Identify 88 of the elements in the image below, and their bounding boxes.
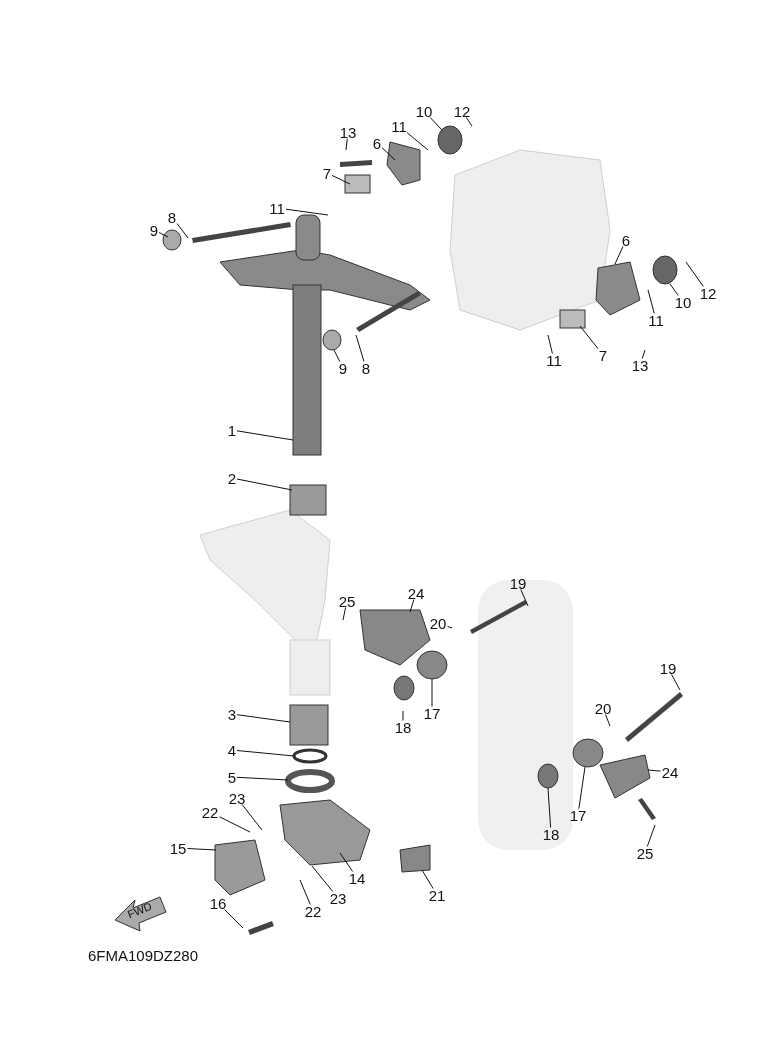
callout-number: 13 <box>339 123 357 141</box>
leader-line <box>381 147 396 161</box>
leader-line <box>421 869 434 889</box>
callout-number: 21 <box>428 886 446 904</box>
direction-label: FWD <box>125 899 154 921</box>
callout-number: 18 <box>542 825 560 843</box>
leader-line <box>339 852 354 872</box>
callout-number: 11 <box>269 199 285 217</box>
leader-line <box>299 879 311 905</box>
leader-line <box>671 674 681 691</box>
callout-number: 12 <box>699 284 717 302</box>
callout-number: 24 <box>661 763 679 781</box>
leader-line <box>647 289 655 314</box>
callout-number: 22 <box>201 803 219 821</box>
callout-number: 11 <box>391 117 407 135</box>
callout-number: 18 <box>394 718 412 736</box>
leader-line <box>669 283 679 296</box>
leader-line <box>236 714 291 723</box>
leader-line <box>685 261 704 287</box>
callout-number: 12 <box>453 102 471 120</box>
callout-number: 8 <box>167 208 177 226</box>
leader-line <box>647 769 661 772</box>
leader-line <box>342 607 347 621</box>
callout-number: 8 <box>361 359 371 377</box>
leader-line <box>402 710 404 721</box>
leader-line <box>219 816 251 833</box>
leader-line <box>409 599 415 613</box>
leader-line <box>520 589 529 607</box>
leader-line <box>224 909 244 929</box>
leader-line <box>355 334 365 362</box>
callout-number: 25 <box>338 592 356 610</box>
callout-number: 16 <box>209 894 227 912</box>
leader-line <box>579 325 599 350</box>
callout-number: 23 <box>329 889 347 907</box>
leader-line <box>236 430 294 441</box>
callout-number: 20 <box>594 699 612 717</box>
leader-line <box>236 478 293 491</box>
callout-number: 24 <box>407 584 425 602</box>
leader-line <box>547 787 552 828</box>
callout-number: 3 <box>227 705 237 723</box>
leader-line <box>158 232 169 238</box>
leader-line <box>547 334 553 354</box>
callout-number: 13 <box>631 356 649 374</box>
callout-number: 14 <box>348 869 366 887</box>
callout-number: 2 <box>227 469 237 487</box>
callout-number: 1 <box>227 421 237 439</box>
callout-number: 7 <box>598 346 608 364</box>
callout-number: 15 <box>169 839 187 857</box>
callout-number: 23 <box>228 789 246 807</box>
leader-line <box>465 117 473 127</box>
callout-number: 4 <box>227 741 237 759</box>
leader-line <box>333 349 341 362</box>
callout-number: 10 <box>674 293 692 311</box>
leader-line <box>429 117 443 131</box>
callout-number: 9 <box>338 359 348 377</box>
callout-number: 6 <box>621 231 631 249</box>
leader-line <box>431 678 433 707</box>
leader-line <box>236 750 295 757</box>
callout-number: 17 <box>569 806 587 824</box>
leader-line <box>331 174 351 185</box>
callout-number: 22 <box>304 902 322 920</box>
leader-line <box>345 138 348 151</box>
callout-number: 9 <box>149 221 159 239</box>
callout-number: 11 <box>546 351 562 369</box>
leader-line <box>447 625 453 629</box>
callout-number: 7 <box>322 164 332 182</box>
leader-line <box>406 132 429 151</box>
callout-number: 20 <box>429 614 447 632</box>
leader-line <box>614 246 624 265</box>
leader-line <box>285 208 329 216</box>
callout-number: 5 <box>227 768 237 786</box>
callout-number: 11 <box>648 311 664 329</box>
leader-line <box>187 848 217 851</box>
callout-number: 25 <box>636 844 654 862</box>
leader-line <box>578 766 586 809</box>
leader-line <box>176 223 189 239</box>
callout-number: 10 <box>415 102 433 120</box>
leader-line <box>605 714 611 727</box>
callout-number: 6 <box>372 134 382 152</box>
leader-line <box>646 824 656 847</box>
callout-number: 17 <box>423 704 441 722</box>
leader-line <box>236 776 289 781</box>
leader-line <box>241 804 263 831</box>
drawing-code: 6FMA109DZ280 <box>88 947 199 964</box>
leader-line <box>641 349 646 359</box>
callout-number: 19 <box>659 659 677 677</box>
callout-number: 19 <box>509 574 527 592</box>
leader-line <box>311 865 334 892</box>
